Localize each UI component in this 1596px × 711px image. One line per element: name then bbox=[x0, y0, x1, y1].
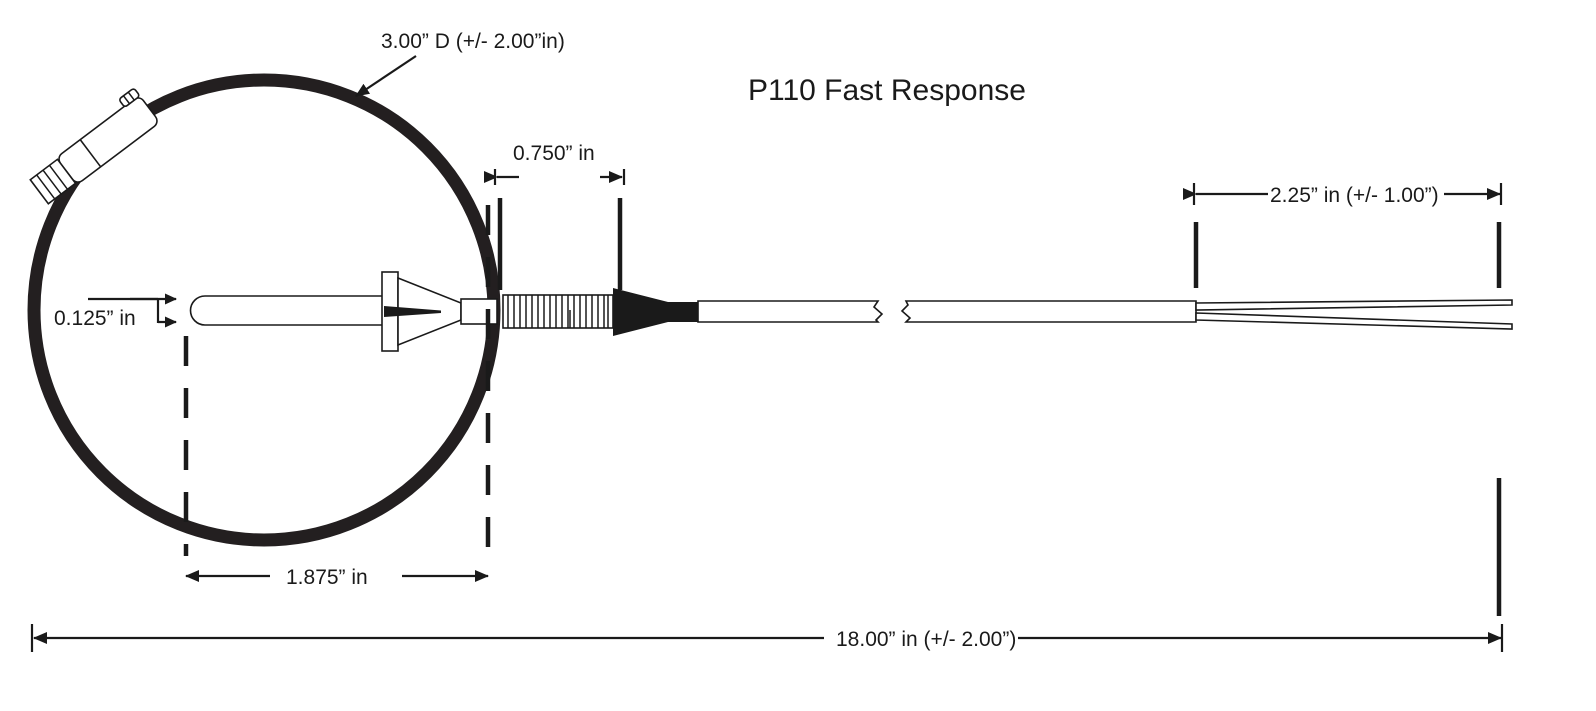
hub-barrel bbox=[460, 298, 498, 325]
connector-collar-line bbox=[79, 139, 102, 168]
dim-strain-relief: 0.750” in bbox=[484, 142, 626, 290]
strain-relief-group bbox=[502, 294, 614, 329]
connector-body bbox=[58, 97, 158, 183]
dim-tip-exposure: 2.25” in (+/- 1.00”) bbox=[1183, 183, 1503, 288]
connector-nub-rib bbox=[127, 91, 135, 101]
hub-inner-needle bbox=[384, 306, 441, 317]
drawing-title: P110 Fast Response bbox=[748, 74, 1026, 107]
cable-group bbox=[697, 300, 1197, 323]
connector-keyway-nub bbox=[119, 88, 140, 107]
tip-exposure-label: 2.25” in (+/- 1.00”) bbox=[1270, 184, 1439, 207]
connector-rib bbox=[48, 164, 69, 190]
connector-rib bbox=[36, 174, 56, 200]
loop-diameter-label: 3.00” D (+/- 2.00”in) bbox=[381, 30, 565, 53]
strain-relief-label: 0.750” in bbox=[513, 142, 595, 165]
probe-shaft-group bbox=[189, 295, 389, 326]
loop-diameter-leader-line bbox=[355, 55, 417, 97]
lead-wire-lower bbox=[1195, 312, 1513, 330]
cable-segment-right bbox=[900, 300, 1197, 323]
dim-probe-diameter: 0.125” in bbox=[54, 293, 177, 330]
drawing-title-group: P110 Fast Response bbox=[748, 74, 1026, 107]
probe-sheath bbox=[189, 295, 389, 326]
connector-nub-rib bbox=[122, 95, 131, 105]
lead-wires-group bbox=[1195, 299, 1513, 330]
connector-group bbox=[29, 88, 158, 205]
probe-length-label: 1.875” in bbox=[286, 566, 368, 589]
dim-overall-length: 18.00” in (+/- 2.00”) bbox=[30, 478, 1504, 652]
overall-length-label: 18.00” in (+/- 2.00”) bbox=[836, 628, 1016, 651]
cable-boot-cone bbox=[613, 288, 700, 336]
probe-diameter-label: 0.125” in bbox=[54, 307, 136, 330]
cable-segment-left bbox=[697, 300, 884, 323]
connector-backshell bbox=[29, 158, 77, 205]
dim-probe-length: 1.875” in bbox=[183, 205, 491, 589]
connector-rib bbox=[42, 169, 62, 195]
flange-hub-group bbox=[381, 271, 498, 352]
cable-boot-group bbox=[613, 288, 700, 336]
lead-wire-upper bbox=[1195, 299, 1513, 311]
dim-loop-diameter: 3.00” D (+/- 2.00”in) bbox=[355, 30, 565, 97]
